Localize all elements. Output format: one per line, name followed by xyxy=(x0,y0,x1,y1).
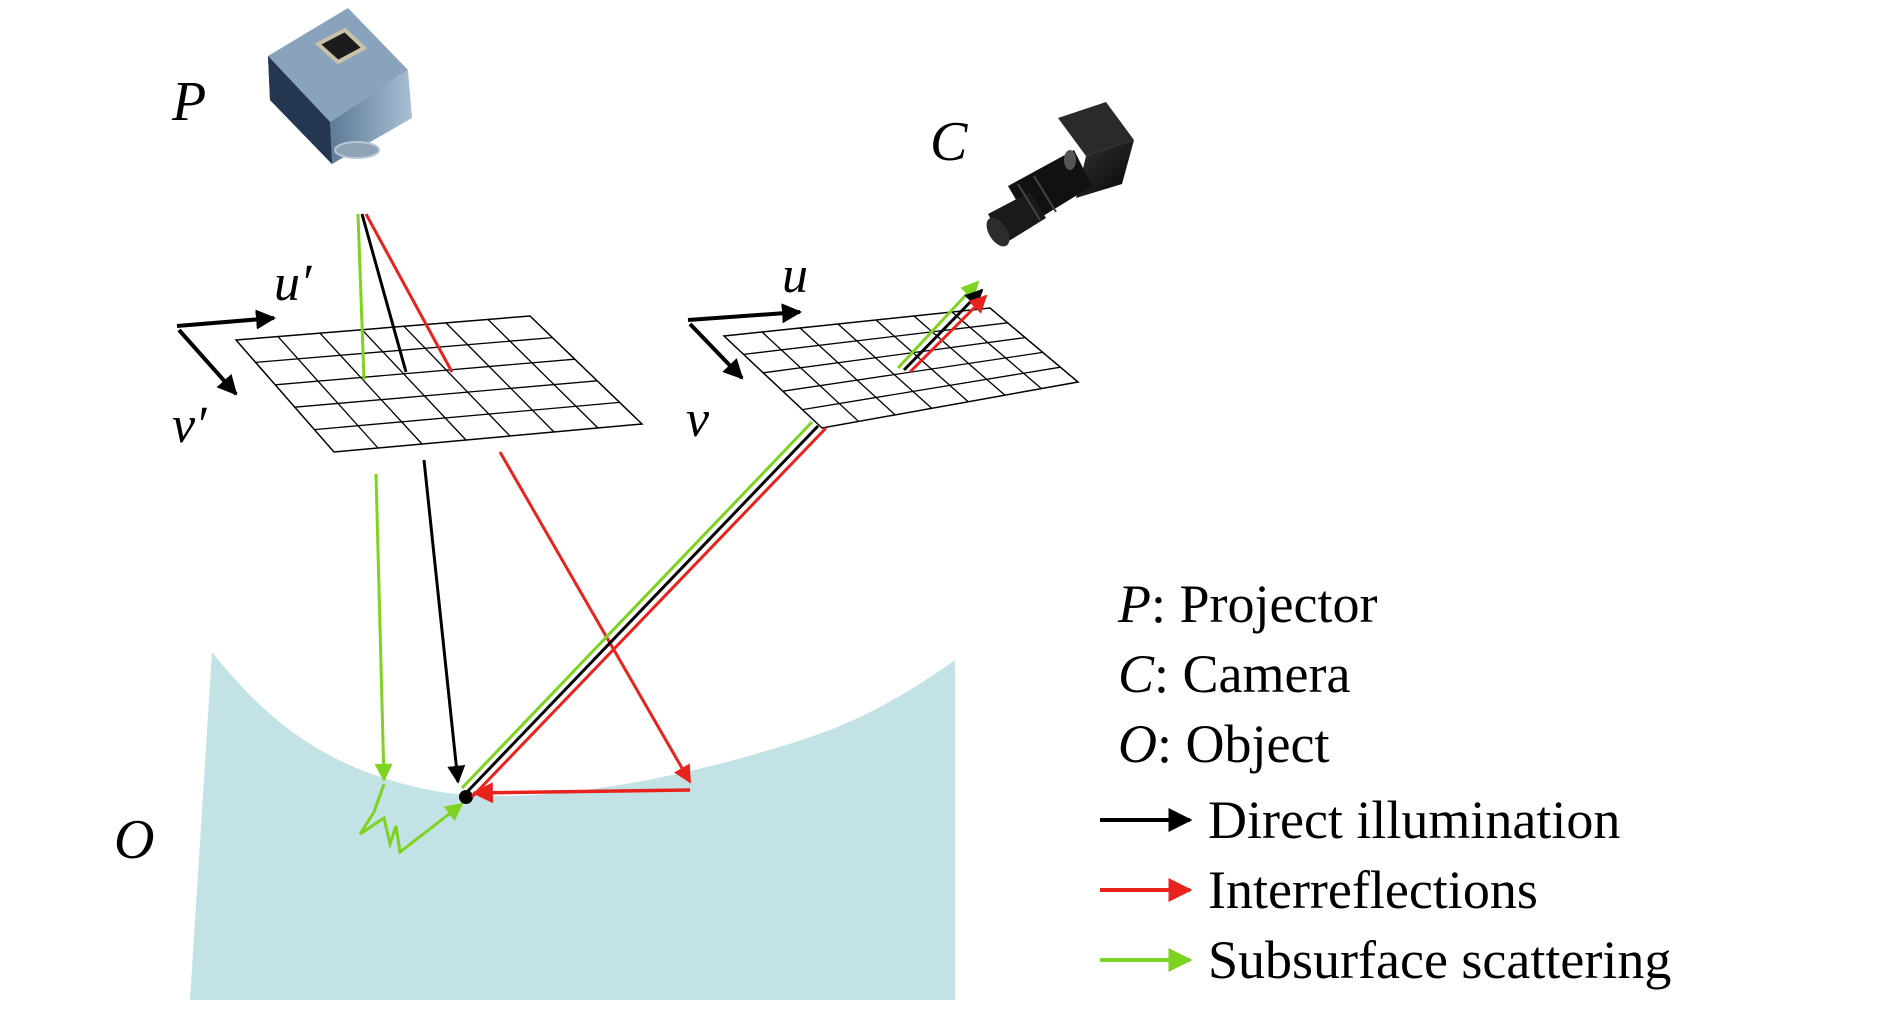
grid-line xyxy=(799,327,896,416)
interreflection-ray-to-object xyxy=(498,451,692,784)
grid-line xyxy=(761,331,860,422)
camera-label: C xyxy=(930,111,968,173)
legend-definition-text: : Projector xyxy=(1151,574,1377,634)
grid-line xyxy=(255,336,553,364)
projector-plane-axes: u′ v′ xyxy=(172,255,313,454)
legend-ray-text: Direct illumination xyxy=(1208,790,1620,850)
svg-text:O: Object: O: Object xyxy=(1118,714,1329,774)
surface-point xyxy=(459,790,473,804)
object-to-camera-rays xyxy=(460,420,828,799)
legend-symbol: O xyxy=(1118,714,1157,774)
legend-ray-direct: Direct illumination xyxy=(1100,790,1620,850)
camera-u-axis xyxy=(687,303,802,324)
grid-line xyxy=(487,318,599,429)
grid-line xyxy=(277,336,379,449)
legend-ray-text: Interreflections xyxy=(1208,860,1538,920)
projector-grid-lines xyxy=(255,318,620,449)
grid-line xyxy=(403,325,511,437)
legend-ray-subsurface: Subsurface scattering xyxy=(1100,930,1671,990)
camera-image-plane xyxy=(722,307,1080,429)
grid-line xyxy=(837,323,933,409)
grid-line xyxy=(294,380,598,408)
grid-line xyxy=(314,401,620,431)
plane-to-object-rays xyxy=(374,451,692,784)
legend-definition-camera: C: Camera xyxy=(1118,644,1350,704)
camera-icon xyxy=(986,102,1134,247)
grid-line xyxy=(319,332,423,445)
legend-symbol: C xyxy=(1118,644,1155,704)
direct-ray-to-camera xyxy=(465,424,820,794)
legend-ray-text: Subsurface scattering xyxy=(1208,930,1671,990)
object-label: O xyxy=(114,809,154,871)
grid-line xyxy=(802,366,1061,411)
object-surface xyxy=(190,652,955,1000)
projector-u-label: u′ xyxy=(274,255,313,312)
grid-line xyxy=(913,315,1006,396)
interreflection-bounce xyxy=(471,782,691,804)
projector-icon xyxy=(268,8,412,164)
plane-to-camera-rays xyxy=(896,280,988,374)
grid-line xyxy=(763,336,1026,374)
camera-v-label: v xyxy=(686,391,710,448)
grid-line xyxy=(275,358,575,386)
subsurface-ray-to-camera xyxy=(460,420,814,790)
grid-line xyxy=(743,322,1008,356)
interreflection-ray-to-camera xyxy=(470,426,828,799)
projector-label: P xyxy=(171,71,206,133)
legend-ray-interreflection: Interreflections xyxy=(1100,860,1538,920)
grid-line xyxy=(782,351,1043,392)
svg-text:C: Camera: C: Camera xyxy=(1118,644,1350,704)
grid-line xyxy=(445,322,555,433)
direct-ray-to-object xyxy=(422,459,466,784)
grid-line xyxy=(951,311,1042,390)
projector-to-plane-rays xyxy=(356,213,454,381)
projector-u-axis xyxy=(176,309,276,330)
legend-symbol: P xyxy=(1117,574,1151,634)
subsurface-ray-to-object xyxy=(374,473,393,782)
projector-v-label: v′ xyxy=(172,397,208,454)
subsurface-ray-projector-segment xyxy=(356,213,366,381)
legend-definition-projector: P: Projector xyxy=(1117,574,1377,634)
subsurface-scattering-path xyxy=(358,783,464,855)
interreflection-ray-projector-segment xyxy=(364,213,454,373)
interreflection-ray-camera-segment xyxy=(908,294,988,374)
legend-definition-text: : Camera xyxy=(1154,644,1350,704)
camera-v-axis xyxy=(688,322,744,380)
legend-definition-text: : Object xyxy=(1157,714,1329,774)
grid-line xyxy=(361,329,467,441)
camera-plane-axes: u v xyxy=(686,247,808,448)
projector-v-axis xyxy=(177,328,238,396)
legend-definition-object: O: Object xyxy=(1118,714,1329,774)
legend: P: Projector C: Camera O: Object Direct … xyxy=(1100,574,1671,990)
direct-ray-projector-segment xyxy=(360,213,408,373)
svg-text:P: Projector: P: Projector xyxy=(1117,574,1377,634)
projector-image-plane xyxy=(234,315,644,453)
camera-u-label: u xyxy=(782,247,808,304)
